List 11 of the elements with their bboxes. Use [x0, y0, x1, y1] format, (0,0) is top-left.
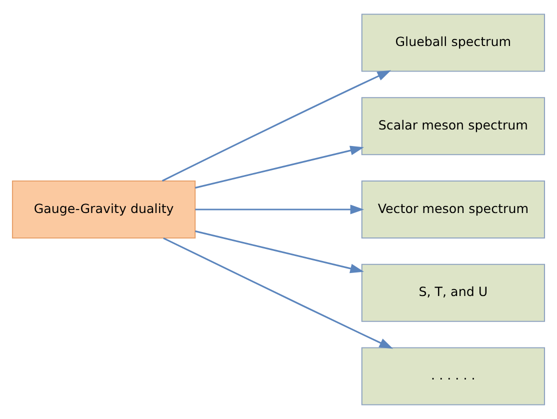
arrow: [195, 230, 364, 274]
node-box: Glueball spectrum: [361, 14, 546, 72]
node-box: . . . . . .: [361, 347, 546, 406]
node-box: S, T, and U: [361, 264, 546, 322]
arrow: [195, 204, 364, 214]
arrow: [162, 70, 392, 182]
arrow: [163, 237, 394, 349]
node-box: Vector meson spectrum: [361, 180, 546, 239]
arrow: [195, 146, 364, 189]
node-box: Gauge-Gravity duality: [12, 180, 196, 239]
node-box: Scalar meson spectrum: [361, 97, 546, 156]
